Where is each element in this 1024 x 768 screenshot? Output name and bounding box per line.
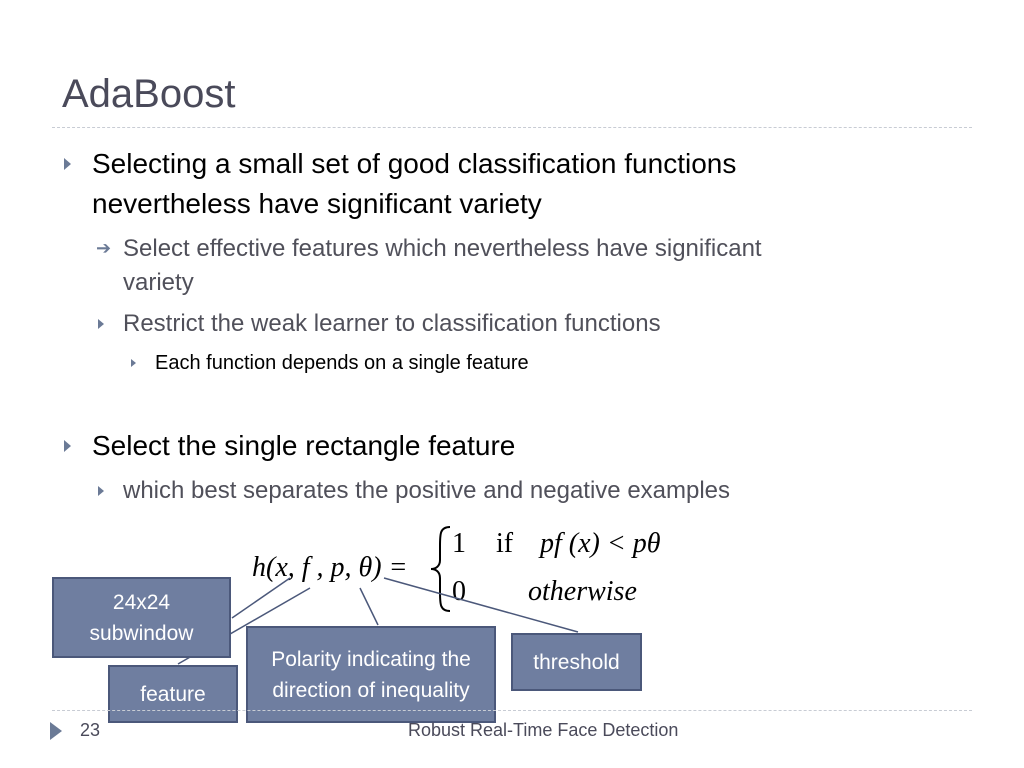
bullet-icon xyxy=(98,319,104,329)
footer-divider xyxy=(52,710,972,711)
footer-text: Robust Real-Time Face Detection xyxy=(408,720,679,740)
callout-subwindow: 24x24 subwindow xyxy=(52,577,231,658)
equation-brace xyxy=(430,526,451,612)
sub-bullet-text: Select effective features which neverthe… xyxy=(123,235,762,262)
bullet-icon xyxy=(98,486,104,496)
sub-bullet-text: Restrict the weak learner to classificat… xyxy=(123,310,661,337)
callout-feature: feature xyxy=(108,665,238,723)
footer-triangle-icon xyxy=(50,722,62,740)
equation-case1-value: 1 xyxy=(452,528,466,559)
equation-case1-word: if xyxy=(496,528,514,559)
sub-sub-bullet-text: Each function depends on a single featur… xyxy=(155,352,529,374)
callout-polarity: Polarity indicating the direction of ine… xyxy=(246,626,496,723)
slide-title: AdaBoost xyxy=(62,72,236,116)
page-number: 23 xyxy=(80,720,101,740)
bullet-text: Selecting a small set of good classifica… xyxy=(92,148,737,179)
arrow-right-icon: ➔ xyxy=(96,238,112,258)
sub-bullet-text: variety xyxy=(123,269,194,296)
bullet-text: Select the single rectangle feature xyxy=(92,430,516,461)
sub-bullet-text: which best separates the positive and ne… xyxy=(123,477,731,504)
equation-case1-cond: pf (x) < pθ xyxy=(540,528,661,559)
equation-lhs: h(x, f , p, θ) = xyxy=(252,552,408,583)
equation-case2-cond: otherwise xyxy=(528,576,637,607)
bullet-text: nevertheless have significant variety xyxy=(92,188,542,219)
bullet-icon xyxy=(131,359,136,367)
bullet-icon xyxy=(64,158,71,170)
title-divider xyxy=(52,127,972,128)
bullet-icon xyxy=(64,440,71,452)
callout-threshold: threshold xyxy=(511,633,642,691)
